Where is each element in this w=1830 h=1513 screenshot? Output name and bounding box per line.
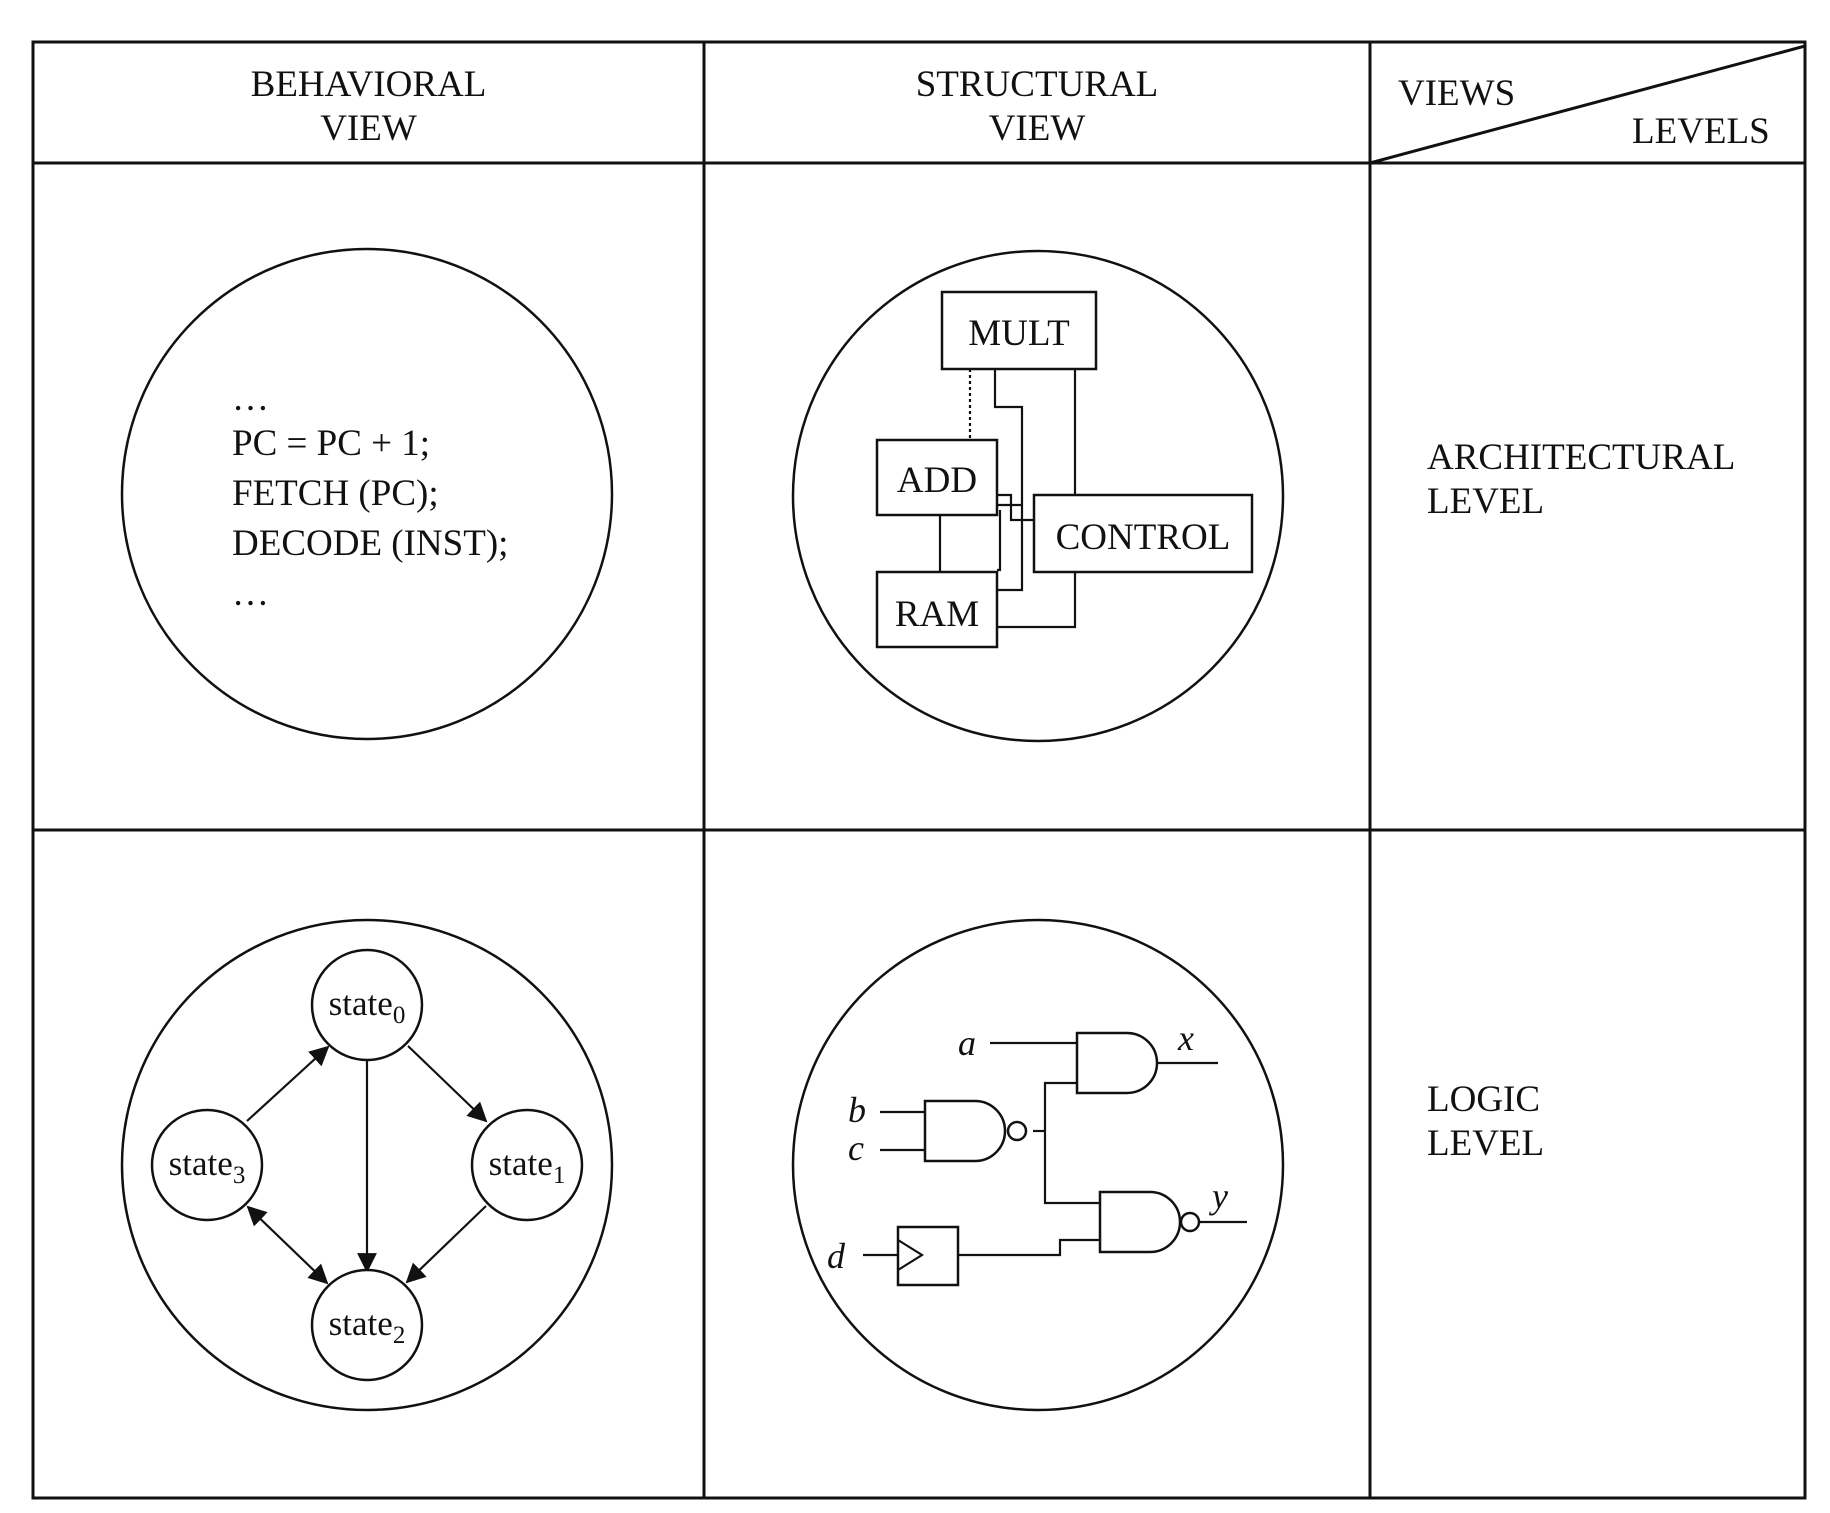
architectural-behavioral-circle — [120, 247, 614, 741]
logic-behavioral-circle — [120, 918, 614, 1412]
svg-text:d: d — [827, 1236, 846, 1276]
svg-text:…: … — [232, 573, 269, 614]
corner-views-label: VIEWS — [1398, 73, 1516, 114]
state3-node: state3 — [150, 1108, 264, 1222]
svg-text:DECODE (INST);: DECODE (INST); — [232, 523, 508, 564]
svg-text:c: c — [848, 1128, 864, 1168]
nand-gate-y — [1098, 1190, 1201, 1254]
svg-text:x: x — [1177, 1018, 1194, 1058]
logic-level-label: LOGIC LEVEL — [1427, 1079, 1545, 1165]
svg-text:RAM: RAM — [895, 594, 979, 635]
svg-text:MULT: MULT — [968, 313, 1069, 354]
svg-text:CONTROL: CONTROL — [1056, 517, 1231, 558]
svg-text:state3: state3 — [169, 1144, 246, 1189]
structural-view-header: STRUCTURAL VIEW — [915, 64, 1159, 150]
mult-block: MULT — [940, 290, 1098, 371]
state0-node: state0 — [310, 948, 424, 1062]
behavioral-code: … PC = PC + 1; FETCH (PC); DECODE (INST)… — [232, 378, 508, 614]
gate-wires — [863, 1041, 1247, 1257]
svg-text:FETCH (PC);: FETCH (PC); — [232, 473, 439, 514]
signal-labels: a b c d x y — [827, 1018, 1228, 1276]
flip-flop — [896, 1225, 960, 1287]
corner-diagonal — [1369, 44, 1806, 165]
ram-block: RAM — [875, 570, 999, 649]
svg-text:b: b — [848, 1090, 866, 1130]
block-wires — [938, 369, 1077, 629]
and-gate-x — [1075, 1031, 1159, 1095]
architectural-level-label: ARCHITECTURAL LEVEL — [1427, 437, 1736, 523]
state-transitions — [246, 1045, 488, 1285]
state1-node: state1 — [470, 1108, 584, 1222]
nand-gate-bc — [923, 1099, 1028, 1163]
logic-structural-circle — [791, 918, 1285, 1412]
svg-text:state0: state0 — [329, 984, 406, 1029]
table-grid — [31, 40, 1807, 1500]
svg-text:…: … — [232, 378, 269, 419]
control-block: CONTROL — [1032, 493, 1254, 574]
add-block: ADD — [875, 438, 999, 517]
svg-text:state2: state2 — [329, 1304, 406, 1349]
svg-text:ADD: ADD — [897, 460, 977, 501]
svg-text:state1: state1 — [489, 1144, 566, 1189]
svg-text:y: y — [1209, 1176, 1228, 1216]
state2-node: state2 — [310, 1268, 424, 1382]
svg-text:a: a — [958, 1023, 976, 1063]
architectural-structural-circle — [791, 249, 1285, 743]
svg-text:PC = PC + 1;: PC = PC + 1; — [232, 423, 430, 464]
behavioral-view-header: BEHAVIORAL VIEW — [250, 64, 487, 150]
corner-levels-label: LEVELS — [1632, 111, 1770, 152]
